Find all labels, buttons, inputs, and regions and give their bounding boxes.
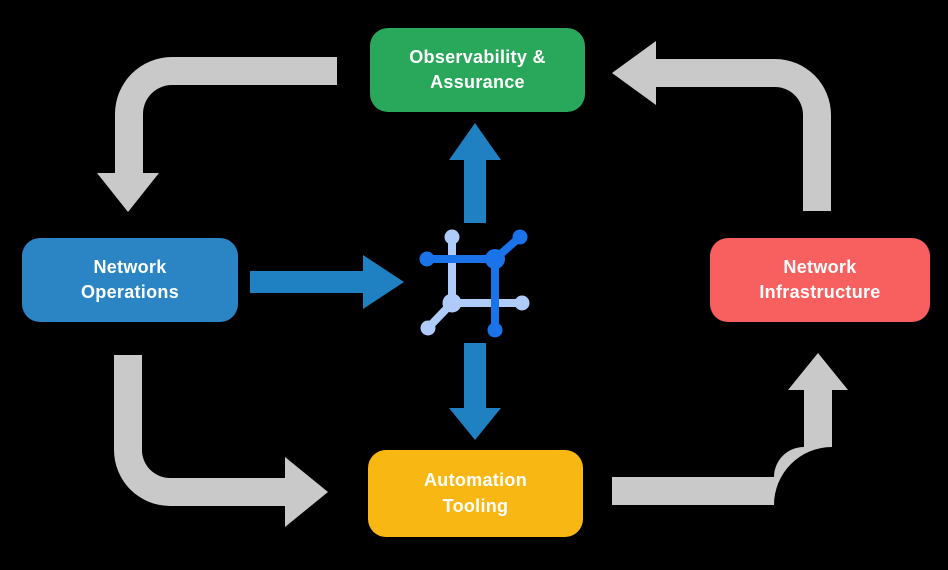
icon-dark-junction — [485, 249, 505, 269]
node-observability-assurance: Observability & Assurance — [370, 28, 585, 112]
icon-dark-nodes — [419, 229, 528, 338]
node-network-infrastructure: Network Infrastructure — [710, 238, 930, 322]
node-operations-label: Network Operations — [80, 256, 180, 302]
blue-arrow-center-to-observability — [449, 123, 501, 223]
icon-light-node-top — [444, 229, 460, 245]
icon-light-node-bottom-left — [420, 320, 436, 336]
network-automation-icon — [419, 229, 530, 338]
gray-arrow-operations-to-automation — [114, 355, 328, 527]
node-network-operations: Network Operations — [22, 238, 238, 322]
node-observability-label: Observability & Assurance — [409, 46, 546, 92]
node-infrastructure-label: Network Infrastructure — [759, 256, 881, 302]
blue-arrow-center-to-automation — [449, 343, 501, 440]
icon-dark-node-bottom — [487, 322, 503, 338]
icon-light-node-right — [514, 295, 530, 311]
icon-dark-node-top-right — [512, 229, 528, 245]
blue-arrow-operations-to-center — [250, 255, 404, 309]
gray-arrow-automation-to-infrastructure — [612, 353, 848, 505]
gray-arrow-observability-to-operations — [97, 57, 337, 212]
icon-light-nodes — [420, 229, 530, 336]
node-automation-tooling: Automation Tooling — [368, 450, 583, 537]
node-automation-label: Automation Tooling — [424, 470, 527, 516]
icon-light-junction — [442, 293, 462, 313]
icon-dark-node-left — [419, 251, 435, 267]
gray-arrow-infrastructure-to-observability — [612, 41, 831, 211]
